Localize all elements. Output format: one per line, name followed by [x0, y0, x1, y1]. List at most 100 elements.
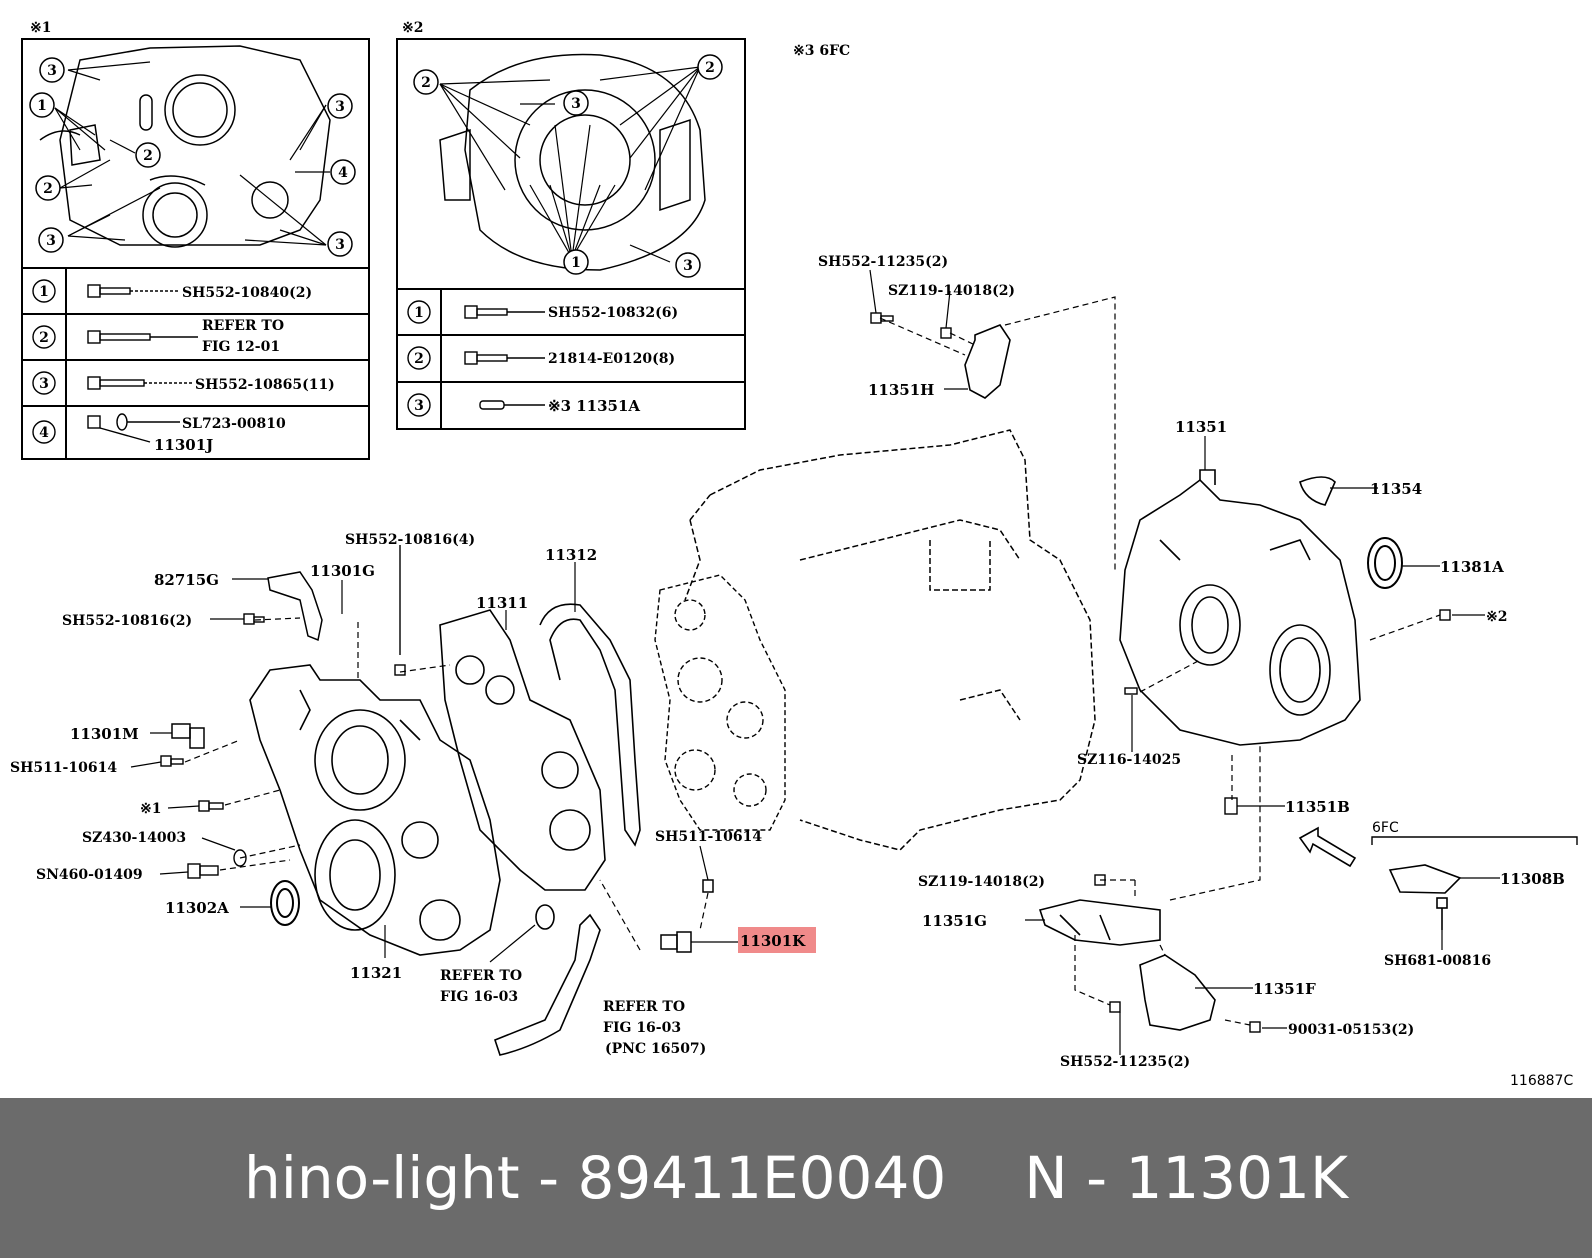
sixfc-bracket	[1371, 836, 1578, 845]
label-note1: ※1	[140, 801, 161, 817]
label-11312: 11312	[545, 546, 597, 564]
label-refer-to-1: REFER TO	[440, 968, 522, 984]
inset1-callout-2b: 2	[43, 181, 53, 197]
label-11351H: 11351H	[868, 381, 934, 399]
label-sh681-00816: SH681-00816	[1384, 953, 1491, 969]
table2-part-1: SH552-10832(6)	[548, 305, 678, 321]
table1-part-4: SL723-00810	[182, 416, 286, 432]
inset1-callouts	[29, 57, 356, 257]
code-separator: -	[1086, 1144, 1108, 1212]
inset1-frame	[21, 38, 370, 460]
label-11381A: 11381A	[1440, 558, 1504, 576]
o-ring	[535, 904, 555, 930]
label-11351B: 11351B	[1285, 798, 1350, 816]
inset2-callout-3a: 3	[571, 96, 581, 112]
oil-pipe	[494, 913, 601, 1056]
inset2-note: ※2	[402, 20, 423, 36]
leader-lines	[130, 269, 1500, 1055]
table1-num-4: 4	[39, 425, 49, 441]
code-prefix: N	[1024, 1144, 1068, 1212]
label-sh552-10816-2: SH552-10816(2)	[62, 613, 192, 629]
brand-text: hino-light	[244, 1144, 520, 1212]
separator: -	[538, 1144, 560, 1212]
inset1-callout-3c: 3	[335, 99, 345, 115]
gasket-11312	[539, 603, 641, 847]
label-11351G: 11351G	[922, 912, 987, 930]
inset3-note: ※3 6FC	[793, 43, 850, 59]
inset1-table-icons	[32, 279, 198, 444]
flywheel-housing-sketch	[439, 53, 706, 271]
figure-code: 116887C	[1510, 1073, 1573, 1089]
label-fig-16-03-2: FIG 16-03	[603, 1020, 681, 1036]
label-11308B: 11308B	[1500, 870, 1565, 888]
table1-num-3: 3	[39, 376, 49, 392]
label-11301G: 11301G	[310, 562, 375, 580]
table2-part-2: 21814-E0120(8)	[548, 351, 675, 367]
label-6fc: 6FC	[1372, 820, 1399, 836]
inset2-table-icons	[407, 300, 545, 417]
inset1-callout-3d: 3	[335, 237, 345, 253]
label-11302A: 11302A	[165, 899, 229, 917]
label-11354: 11354	[1370, 480, 1422, 498]
parts-diagram: ※1 3 1 2 2 3 3 4	[10, 20, 1578, 1089]
label-11351F: 11351F	[1253, 980, 1316, 998]
inset2-callout-3b: 3	[683, 258, 693, 274]
inset1-leaders	[54, 61, 330, 246]
part-11354	[1299, 476, 1336, 506]
label-sh552-10816-4: SH552-10816(4)	[345, 532, 475, 548]
caption-bar: hino-light - 89411E0040 N - 11301K	[0, 1098, 1592, 1258]
label-sh511-10614-a: SH511-10614	[10, 760, 117, 776]
front-case-11321	[249, 664, 501, 956]
table1-part-2b: FIG 12-01	[202, 339, 280, 355]
table1-num-1: 1	[39, 284, 49, 300]
label-11321: 11321	[350, 964, 402, 982]
label-11301M: 11301M	[70, 725, 139, 743]
table1-part-2: REFER TO	[202, 318, 284, 334]
highlight-11301K	[738, 927, 816, 953]
front-case-sketch	[39, 45, 331, 248]
assembly-lines	[184, 296, 1441, 1026]
bolts-left	[160, 545, 406, 879]
part-number: 89411E0040	[577, 1144, 947, 1212]
label-sz119-14018-top: SZ119-14018(2)	[888, 283, 1015, 299]
plate-11308B	[1388, 864, 1462, 930]
label-note2: ※2	[1486, 609, 1507, 625]
table2-num-1: 1	[414, 305, 424, 321]
seal-11381A	[1367, 537, 1403, 589]
bracket-11351F	[1139, 954, 1216, 1031]
label-sh511-10614-b: SH511-10614	[655, 829, 762, 845]
label-11351: 11351	[1175, 418, 1227, 436]
table2-num-2: 2	[414, 351, 424, 367]
inset2-callout-2a: 2	[421, 75, 431, 91]
label-refer-to-2: REFER TO	[603, 999, 685, 1015]
inset1-callout-2a: 2	[143, 148, 153, 164]
label-sz116-14025: SZ116-14025	[1077, 752, 1181, 768]
bracket-11351G	[1038, 899, 1161, 946]
inset1-callout-1: 1	[37, 98, 47, 114]
bracket-11351H	[964, 324, 1011, 399]
label-82715G: 82715G	[154, 571, 219, 589]
inset2-callout-1: 1	[571, 255, 581, 271]
inset1-callout-4: 4	[338, 165, 348, 181]
sensor-11301M	[171, 723, 205, 749]
label-11311: 11311	[476, 594, 528, 612]
table1-num-2: 2	[39, 330, 49, 346]
table1-part-3: SH552-10865(11)	[195, 377, 335, 393]
seal-11302A	[270, 880, 300, 926]
engine-block-outline	[684, 429, 1096, 851]
sensor-11301K	[660, 879, 714, 953]
inset2-leaders	[439, 66, 701, 263]
inset2-callout-2b: 2	[705, 60, 715, 76]
label-90031-05153: 90031-05153(2)	[1288, 1022, 1414, 1038]
label-11301K: 11301K	[740, 932, 806, 950]
label-sn460-01409: SN460-01409	[36, 867, 143, 883]
label-sh552-11235-bot: SH552-11235(2)	[1060, 1054, 1190, 1070]
inset2-frame	[396, 38, 746, 430]
label-pnc-16507: (PNC 16507)	[605, 1041, 706, 1057]
table1-part-1: SH552-10840(2)	[182, 285, 312, 301]
flywheel-housing-11351	[1119, 469, 1361, 746]
part-code: 11301K	[1125, 1144, 1348, 1212]
table1-part-4b: 11301J	[154, 436, 213, 454]
label-sh552-11235-top: SH552-11235(2)	[818, 254, 948, 270]
table2-part-3: ※3 11351A	[548, 397, 640, 415]
